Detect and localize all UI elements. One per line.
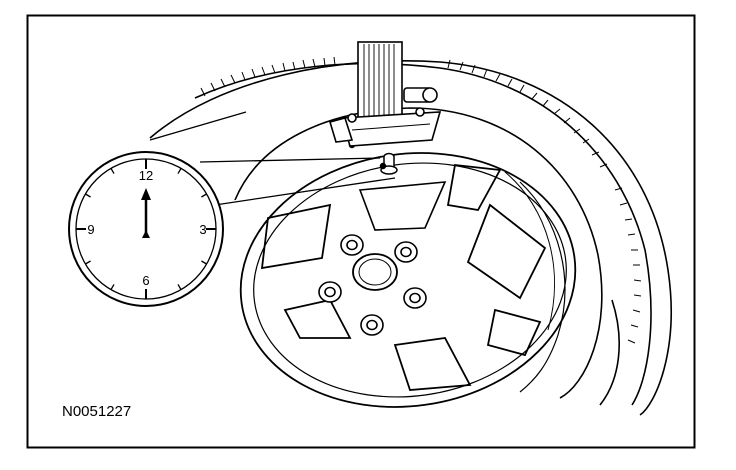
lug-nut-icon <box>318 234 427 336</box>
figure-id: N0051227 <box>62 403 131 420</box>
clock-numeral-12: 12 <box>139 168 153 183</box>
figure-frame <box>26 14 696 449</box>
tire-icon <box>149 56 672 416</box>
wheel-rim-icon <box>239 152 577 408</box>
clock-numeral-6: 6 <box>142 273 149 288</box>
clock-numeral-3: 3 <box>199 222 206 237</box>
clock-icon: 12 3 6 9 <box>68 151 224 307</box>
clock-numeral-9: 9 <box>87 222 94 237</box>
clock-hand <box>141 188 151 238</box>
tire-changer-head-icon <box>328 41 442 147</box>
clock-ticks <box>76 159 216 299</box>
callout-leader-lines <box>149 111 396 206</box>
